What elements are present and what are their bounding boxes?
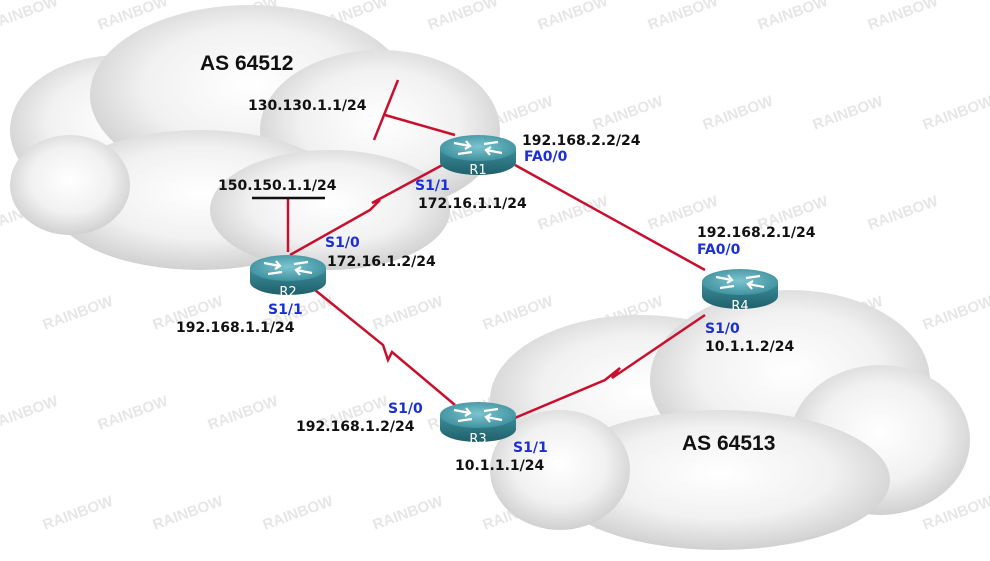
router-r3[interactable]: R3	[440, 402, 516, 447]
watermark-text: RAINBOW	[811, 92, 887, 133]
link-r1-r2-serial	[289, 160, 449, 257]
router-name: R4	[731, 299, 748, 314]
r3-s0-ip: 192.168.1.2/24	[296, 419, 415, 435]
watermark-text: RAINBOW	[756, 0, 832, 34]
watermark-text: RAINBOW	[426, 0, 502, 34]
as-label-64512: AS 64512	[200, 52, 293, 75]
r2-s1-port: S1/1	[268, 302, 303, 318]
watermark-text: RAINBOW	[481, 292, 557, 333]
watermark-text: RAINBOW	[921, 92, 990, 133]
watermark-text: RAINBOW	[41, 492, 117, 533]
watermark-text: RAINBOW	[261, 492, 337, 533]
watermark-text: RAINBOW	[591, 92, 667, 133]
r3-s1-ip: 10.1.1.1/24	[455, 458, 545, 474]
router-r1[interactable]: R1	[440, 135, 516, 178]
link-r1-lan	[384, 113, 456, 137]
watermark-text: RAINBOW	[866, 0, 942, 34]
r2-s1-ip: 192.168.1.1/24	[176, 320, 295, 336]
router-arrows-icon	[263, 260, 313, 276]
link-r1-r4-ethernet	[514, 163, 706, 272]
router-name: R1	[469, 163, 486, 178]
r3-s0-port: S1/0	[388, 401, 423, 417]
links	[252, 79, 706, 422]
watermark-text: RAINBOW	[921, 292, 990, 333]
watermark-text: RAINBOW	[371, 292, 447, 333]
lan-stub-130	[372, 79, 400, 141]
r4-fa-ip: 192.168.2.1/24	[697, 225, 816, 241]
r1-fa-ip: 192.168.2.2/24	[522, 133, 641, 149]
router-arrows-icon	[715, 274, 765, 290]
r1-lan-ip: 130.130.1.1/24	[248, 98, 367, 114]
watermark-text: RAINBOW	[536, 0, 612, 34]
watermark-text: RAINBOW	[151, 492, 227, 533]
watermark-text: RAINBOW	[646, 0, 722, 34]
r4-s-port: S1/0	[705, 321, 740, 337]
watermark-text: RAINBOW	[701, 92, 777, 133]
as-cloud-64512	[10, 5, 500, 270]
r2-s0-port: S1/0	[325, 235, 360, 251]
router-name: R3	[469, 432, 486, 447]
link-r2-r3-serial	[314, 289, 456, 406]
watermark-text: RAINBOW	[96, 392, 172, 433]
watermark-text: RAINBOW	[41, 292, 117, 333]
r1-s-ip: 172.16.1.1/24	[418, 196, 527, 212]
watermark-text: RAINBOW	[206, 392, 282, 433]
router-arrows-icon	[453, 140, 503, 156]
r2-s0-ip: 172.16.1.2/24	[327, 254, 436, 270]
watermark-text: RAINBOW	[371, 492, 447, 533]
as-label-64513: AS 64513	[682, 432, 775, 455]
r4-fa-port: FA0/0	[697, 242, 741, 258]
router-arrows-icon	[453, 407, 503, 423]
watermark-text: RAINBOW	[866, 192, 942, 233]
router-r2[interactable]: R2	[250, 255, 326, 300]
router-r4[interactable]: R4	[702, 269, 778, 314]
watermark-text: RAINBOW	[0, 0, 61, 34]
router-name: R2	[279, 285, 296, 300]
r4-s-ip: 10.1.1.2/24	[705, 339, 795, 355]
watermark-text: RAINBOW	[0, 392, 61, 433]
r3-s1-port: S1/1	[513, 440, 548, 456]
r2-lan-ip: 150.150.1.1/24	[218, 178, 337, 194]
as-cloud-64513	[490, 290, 970, 550]
link-r3-r4-serial	[509, 313, 706, 422]
r1-s-port: S1/1	[415, 178, 450, 194]
r1-fa-port: FA0/0	[524, 149, 568, 165]
